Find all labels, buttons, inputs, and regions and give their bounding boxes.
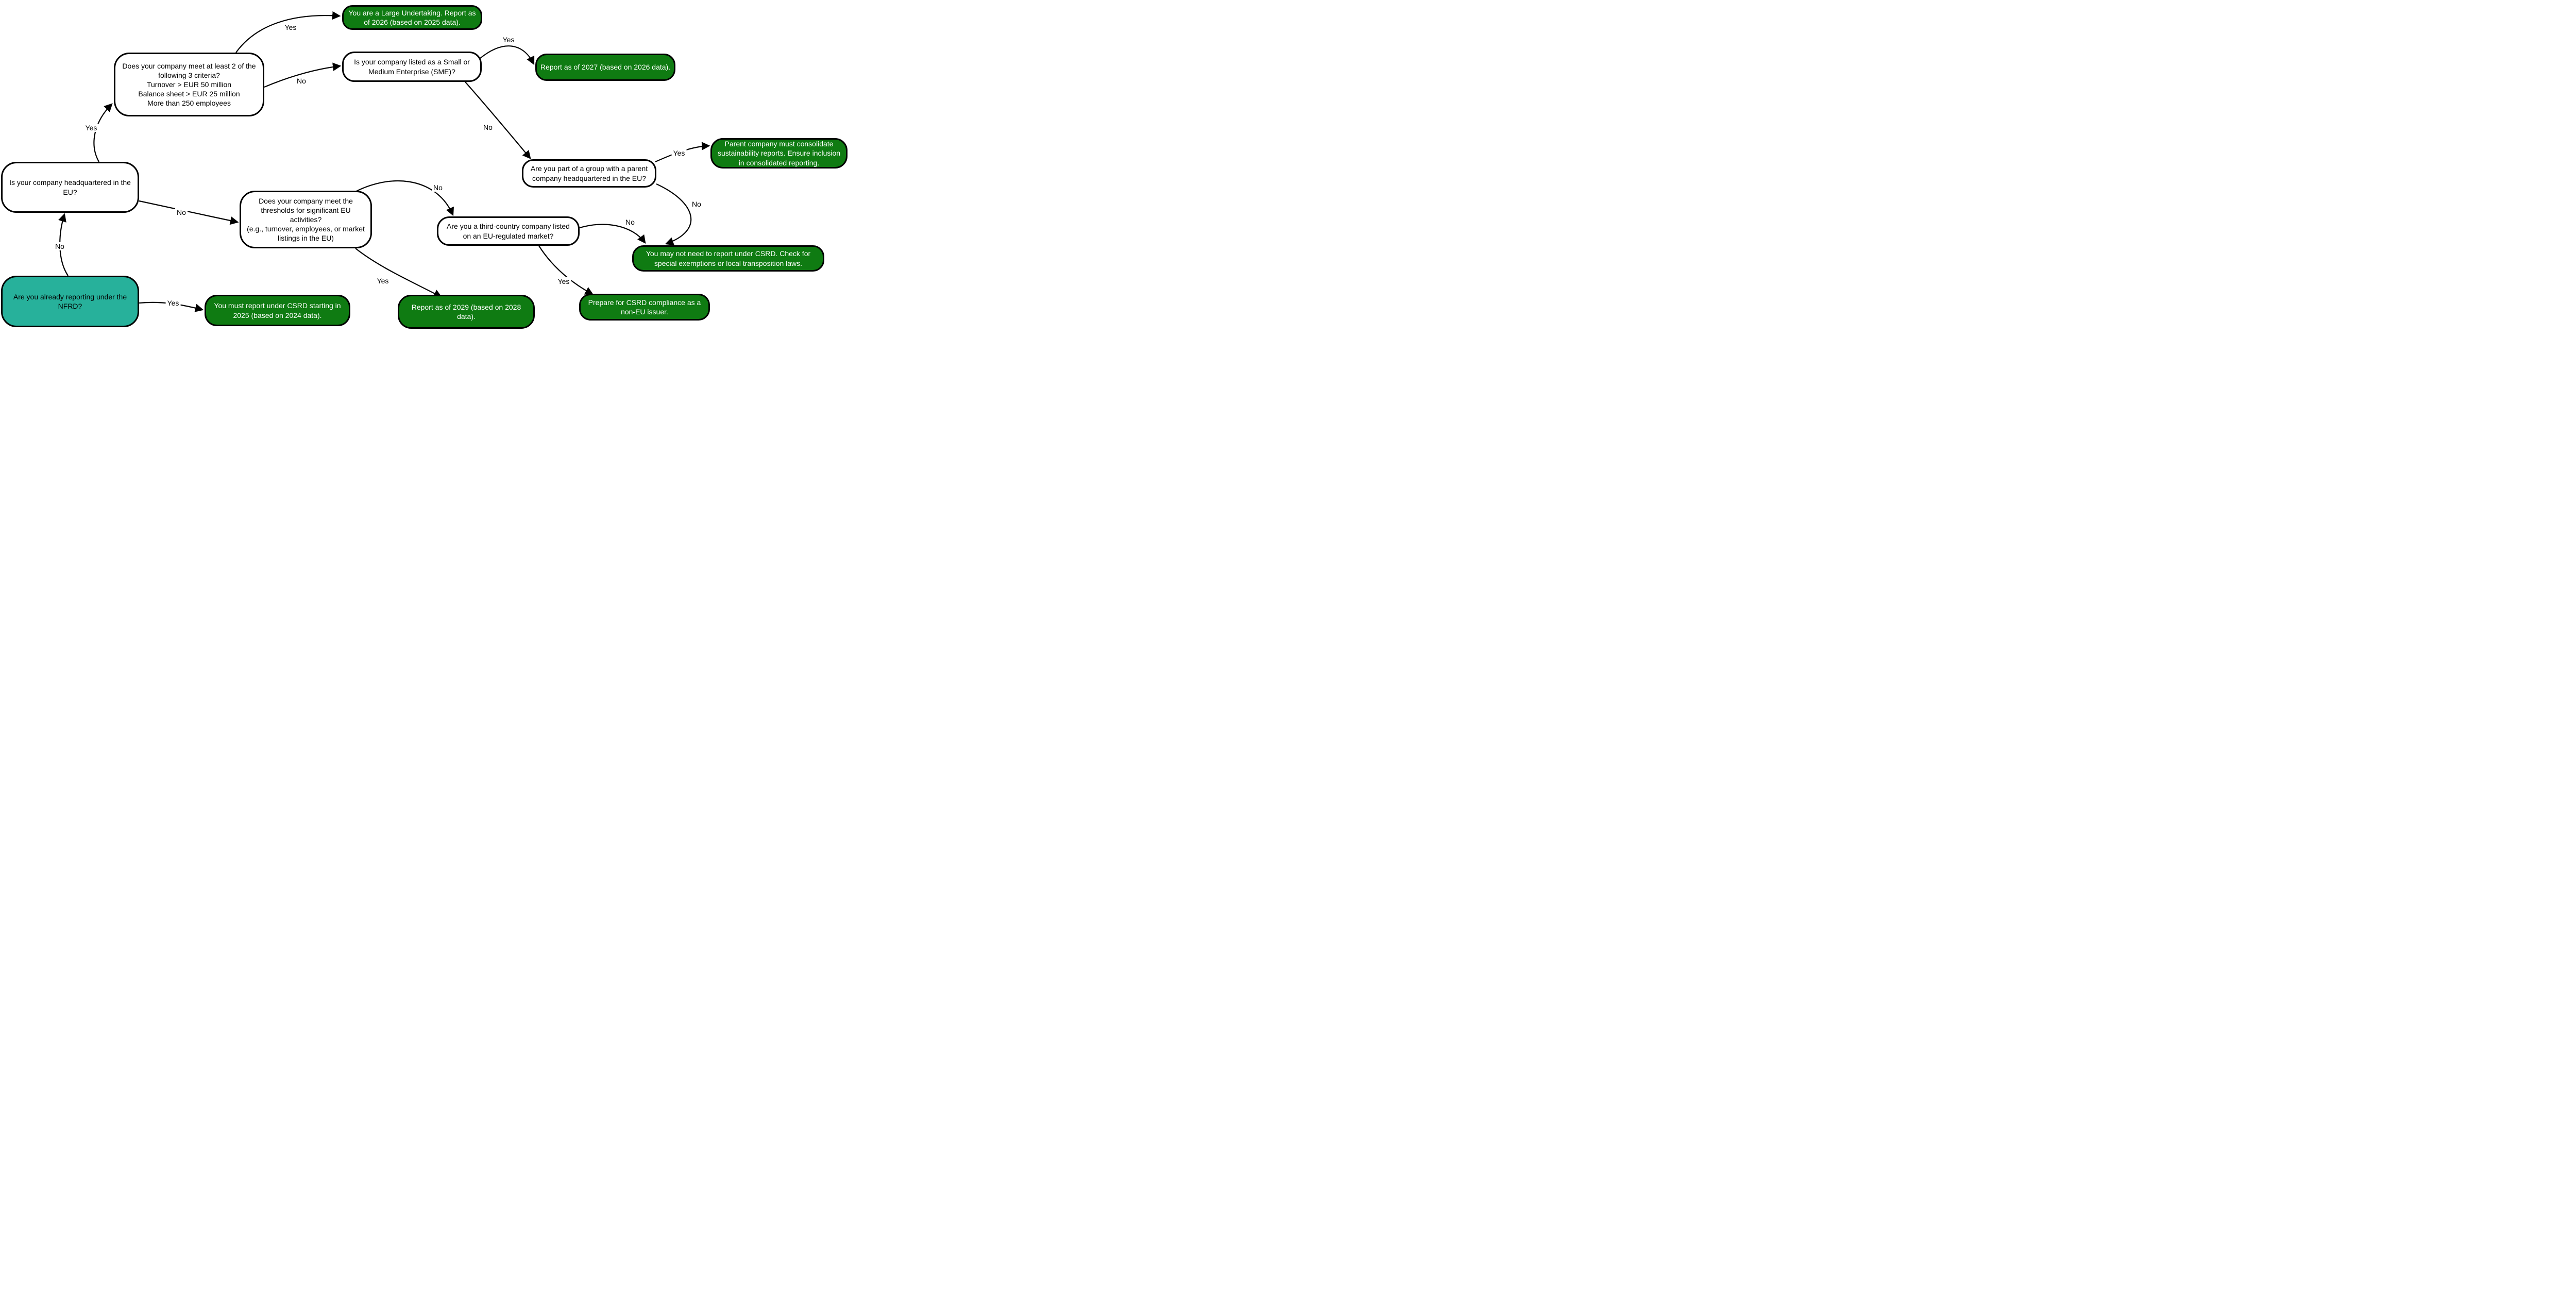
- edge-label-criteria-large: Yes: [283, 23, 298, 31]
- edge-label-parent-maynot: No: [690, 200, 703, 208]
- flow-node-y2027: Report as of 2027 (based on 2026 data).: [535, 54, 675, 81]
- flow-node-text-tc: Are you a third-country company listed o…: [447, 222, 570, 240]
- edge-label-thresholds-y2029: Yes: [375, 277, 391, 285]
- flow-node-text-prepare: Prepare for CSRD compliance as a non-EU …: [588, 298, 701, 316]
- edge-label-tc-prepare: Yes: [556, 277, 571, 285]
- flow-node-nfrd: Are you already reporting under the NFRD…: [1, 276, 139, 327]
- flow-node-sme: Is your company listed as a Small or Med…: [342, 52, 482, 82]
- edge-label-hq-criteria: Yes: [83, 124, 99, 132]
- edge-label-nfrd-y2025: Yes: [165, 299, 181, 307]
- edge-label-thresholds-tc: No: [432, 183, 444, 192]
- flow-node-text-nfrd: Are you already reporting under the NFRD…: [13, 292, 127, 310]
- edge-label-nfrd-hq: No: [54, 242, 66, 250]
- edge-label-sme-parent: No: [482, 123, 494, 131]
- flowchart-edges-layer: [58, 11, 710, 312]
- flow-node-text-y2027: Report as of 2027 (based on 2026 data).: [540, 63, 671, 72]
- flow-edge-sme-y2027: [480, 45, 535, 65]
- edge-label-tc-maynot: No: [624, 218, 636, 226]
- edge-label-hq-thresholds: No: [175, 208, 188, 216]
- flow-node-criteria: Does your company meet at least 2 of the…: [114, 53, 264, 116]
- flow-edge-hq-thresholds: [139, 200, 239, 225]
- flow-node-text-hq: Is your company headquartered in the EU?: [9, 178, 131, 196]
- flow-node-text-y2029: Report as of 2029 (based on 2028 data).: [411, 302, 521, 321]
- flow-edge-tc-prepare: [538, 245, 594, 295]
- flow-node-maynot: You may not need to report under CSRD. C…: [632, 245, 824, 272]
- flow-node-consolidate: Parent company must consolidate sustaina…: [710, 138, 848, 169]
- flow-node-text-consolidate: Parent company must consolidate sustaina…: [717, 140, 841, 167]
- flow-node-y2025: You must report under CSRD starting in 2…: [205, 295, 350, 326]
- flow-node-text-large: You are a Large Undertaking. Report as o…: [348, 8, 476, 26]
- flow-node-large: You are a Large Undertaking. Report as o…: [342, 5, 482, 30]
- edge-label-criteria-sme: No: [295, 77, 308, 85]
- flow-node-prepare: Prepare for CSRD compliance as a non-EU …: [579, 294, 710, 321]
- flow-edge-thresholds-y2029: [355, 248, 443, 298]
- flow-node-parent: Are you part of a group with a parent co…: [522, 159, 656, 188]
- flow-node-thresholds: Does your company meet the thresholds fo…: [240, 191, 372, 248]
- flow-edge-sme-parent: [465, 81, 531, 159]
- edge-label-parent-consolidate: Yes: [671, 149, 687, 157]
- flow-edge-thresholds-tc: [348, 180, 454, 216]
- flow-node-text-sme: Is your company listed as a Small or Med…: [354, 58, 470, 76]
- flow-edge-parent-maynot: [656, 183, 692, 246]
- flow-edge-tc-maynot: [579, 224, 646, 244]
- flow-edge-criteria-sme: [264, 62, 342, 88]
- flow-node-hq: Is your company headquartered in the EU?: [1, 162, 139, 213]
- edge-label-sme-y2027: Yes: [501, 36, 516, 44]
- flow-node-text-criteria: Does your company meet at least 2 of the…: [122, 61, 256, 108]
- flow-edge-hq-criteria: [93, 103, 113, 162]
- flow-node-tc: Are you a third-country company listed o…: [437, 216, 580, 246]
- flow-node-text-y2025: You must report under CSRD starting in 2…: [214, 301, 341, 319]
- flow-node-text-thresholds: Does your company meet the thresholds fo…: [247, 196, 365, 243]
- flow-node-y2029: Report as of 2029 (based on 2028 data).: [398, 295, 535, 329]
- flow-node-text-parent: Are you part of a group with a parent co…: [530, 164, 648, 182]
- flow-edge-criteria-large: [235, 11, 341, 53]
- flow-node-text-maynot: You may not need to report under CSRD. C…: [646, 249, 811, 267]
